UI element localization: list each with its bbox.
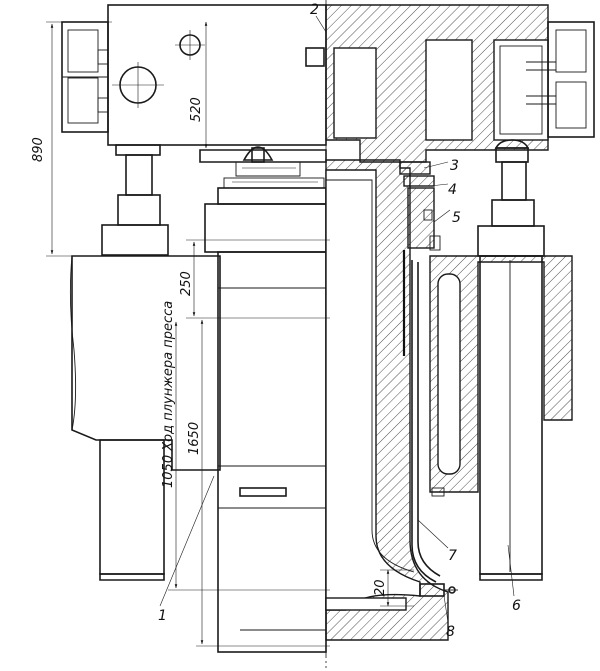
callout-6: 6: [512, 598, 521, 614]
plunger-top-cap: [199, 146, 327, 177]
dim-20-label: 20: [373, 579, 388, 596]
press-frame-left: [69, 255, 221, 471]
dim-250-label: 250: [179, 271, 194, 296]
dim-890-label: 890: [31, 137, 46, 162]
press-frame-section: [429, 255, 573, 497]
dim-1650-label: 1650: [187, 422, 202, 455]
plunger-left-view: [204, 177, 327, 653]
dimension-lines: [46, 21, 414, 647]
callout-7: 7: [448, 548, 457, 564]
crosshead-section: [325, 4, 595, 163]
right-column-upper: [477, 139, 545, 257]
callout-3: 3: [450, 158, 459, 174]
drain-pipe: [411, 260, 458, 597]
seal-assembly: [399, 161, 441, 356]
right-column-lower: [479, 255, 543, 581]
callout-leaders: [159, 15, 515, 623]
callout-1: 1: [158, 608, 167, 624]
crosshead-left-view: [61, 4, 327, 146]
left-column-upper: [101, 144, 169, 256]
callout-8: 8: [446, 624, 455, 640]
callout-2: 2: [310, 2, 319, 18]
callout-4: 4: [448, 182, 457, 198]
stroke-length-label: 1050 Ход плунжера пресса: [161, 301, 176, 488]
callout-5: 5: [452, 210, 461, 226]
dim-520-label: 520: [189, 97, 204, 122]
left-column-lower: [99, 439, 165, 581]
